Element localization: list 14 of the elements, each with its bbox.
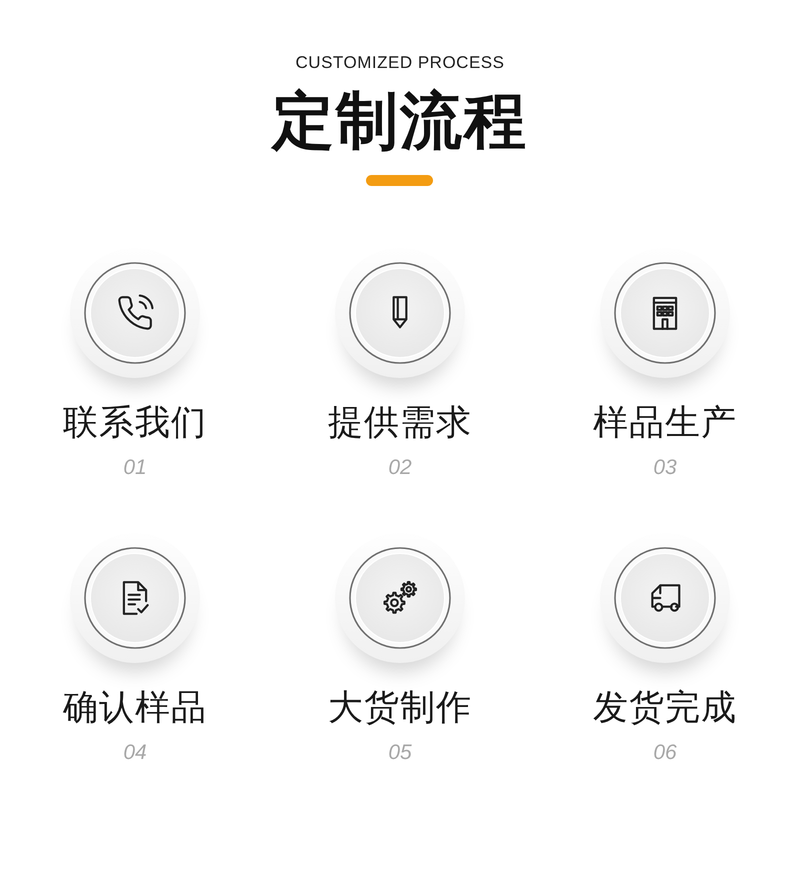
title: 定制流程 (272, 88, 528, 156)
step-number: 01 (123, 455, 147, 481)
step-number: 03 (653, 455, 677, 481)
step-number: 05 (388, 740, 412, 766)
step-title: 联系我们 (63, 402, 207, 444)
step-number: 06 (653, 740, 677, 766)
step-title: 样品生产 (593, 402, 737, 444)
step-number: 02 (388, 455, 412, 481)
step-title: 确认样品 (63, 687, 207, 729)
step-title: 大货制作 (328, 687, 472, 729)
subtitle: CUSTOMIZED PROCESS (296, 52, 504, 74)
step-number: 04 (123, 740, 147, 766)
step-title: 提供需求 (328, 402, 472, 444)
step-title: 发货完成 (593, 687, 737, 729)
